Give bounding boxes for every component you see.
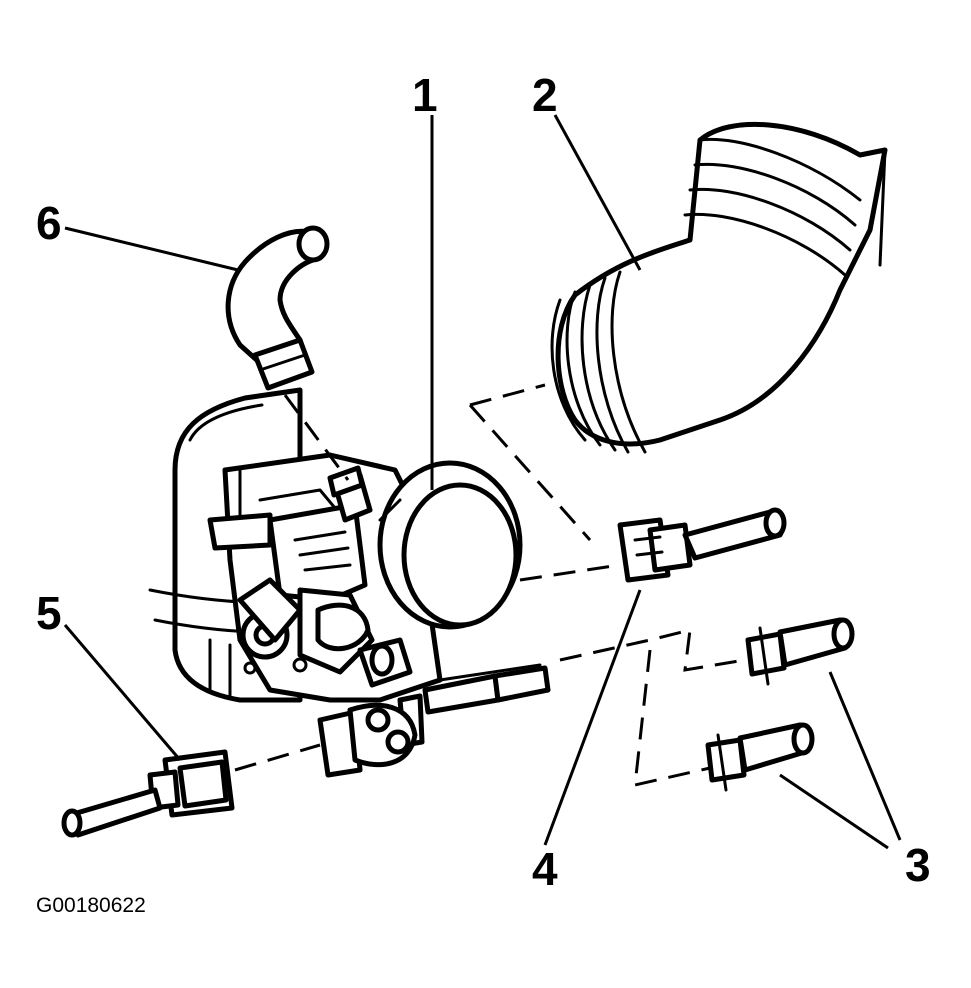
callout-2: 2 — [532, 69, 558, 121]
callout-3: 3 — [905, 839, 931, 891]
callout-5: 5 — [36, 587, 62, 639]
alignment-lines — [234, 383, 746, 787]
figure-id: G00180622 — [36, 894, 146, 917]
callout-6: 6 — [36, 197, 62, 249]
callout-4: 4 — [532, 843, 558, 895]
leader-lines — [63, 114, 902, 850]
air-intake-duct — [550, 121, 888, 454]
vacuum-hose-upper — [745, 617, 855, 686]
throttle-body — [207, 452, 523, 703]
tps-connector — [617, 507, 787, 583]
throttle-linkage — [317, 663, 551, 778]
coolant-hose — [225, 225, 330, 391]
iac-connector — [61, 749, 235, 838]
callout-1: 1 — [412, 69, 438, 121]
vacuum-hose-lower — [705, 722, 815, 792]
